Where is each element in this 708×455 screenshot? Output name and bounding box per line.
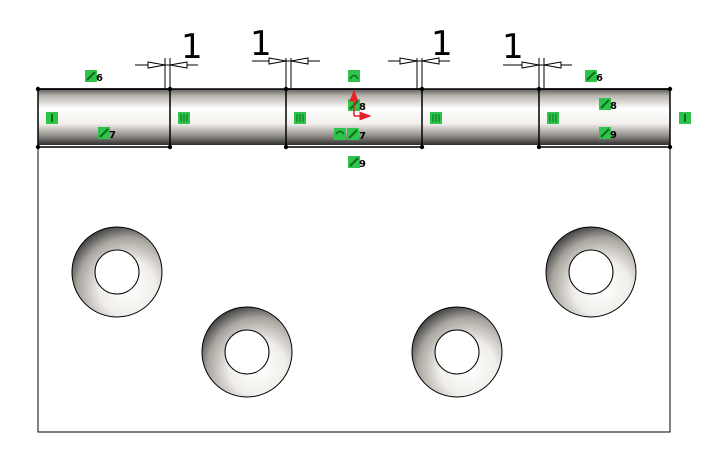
relation-marker-right-lower[interactable]: 9 [599, 127, 617, 141]
knuckle-outlines[interactable] [37, 88, 671, 148]
relation-number: 9 [610, 130, 617, 141]
relation-marker-right-upper[interactable]: 8 [599, 98, 617, 112]
vertical-relation-icon [430, 112, 442, 124]
vertical-relation-icons[interactable] [46, 112, 691, 124]
dimension-4[interactable]: 1 [502, 27, 572, 89]
relation-marker-center-mid[interactable]: 7 [334, 128, 366, 142]
dimension-1[interactable]: 1 [135, 27, 203, 89]
arc-relation-icon[interactable] [348, 70, 360, 82]
dimension-value: 1 [431, 24, 453, 64]
dimension-value: 1 [181, 27, 203, 67]
relation-number: 6 [596, 73, 603, 84]
holes[interactable] [71, 226, 637, 398]
origin-axes-icon [349, 89, 372, 121]
relation-marker-mid-left[interactable]: 7 [98, 127, 116, 141]
vertical-relation-icon [46, 112, 58, 124]
relation-number: 8 [359, 102, 366, 113]
dimension-3[interactable]: 1 [388, 24, 453, 89]
dimension-value: 1 [250, 24, 272, 64]
hole-3 [411, 306, 503, 398]
relation-marker-center-lower[interactable]: 9 [348, 156, 366, 170]
vertical-relation-icon [178, 112, 190, 124]
relation-number: 8 [610, 101, 617, 112]
relation-number: 7 [359, 131, 366, 142]
relation-marker-top-right[interactable]: 6 [585, 70, 603, 84]
hole-1 [71, 226, 163, 318]
vertical-relation-icon [679, 112, 691, 124]
relation-number: 6 [96, 73, 103, 84]
hole-2 [201, 306, 293, 398]
hole-4 [545, 226, 637, 318]
dimension-2[interactable]: 1 [250, 24, 320, 89]
relation-number: 9 [359, 159, 366, 170]
relation-marker-center-upper[interactable]: 8 [348, 99, 366, 113]
vertical-relation-icon [547, 112, 559, 124]
dimension-value: 1 [502, 27, 524, 67]
relation-number: 7 [109, 130, 116, 141]
vertical-relation-icon [294, 112, 306, 124]
relation-marker-top-left[interactable]: 6 [85, 70, 103, 84]
